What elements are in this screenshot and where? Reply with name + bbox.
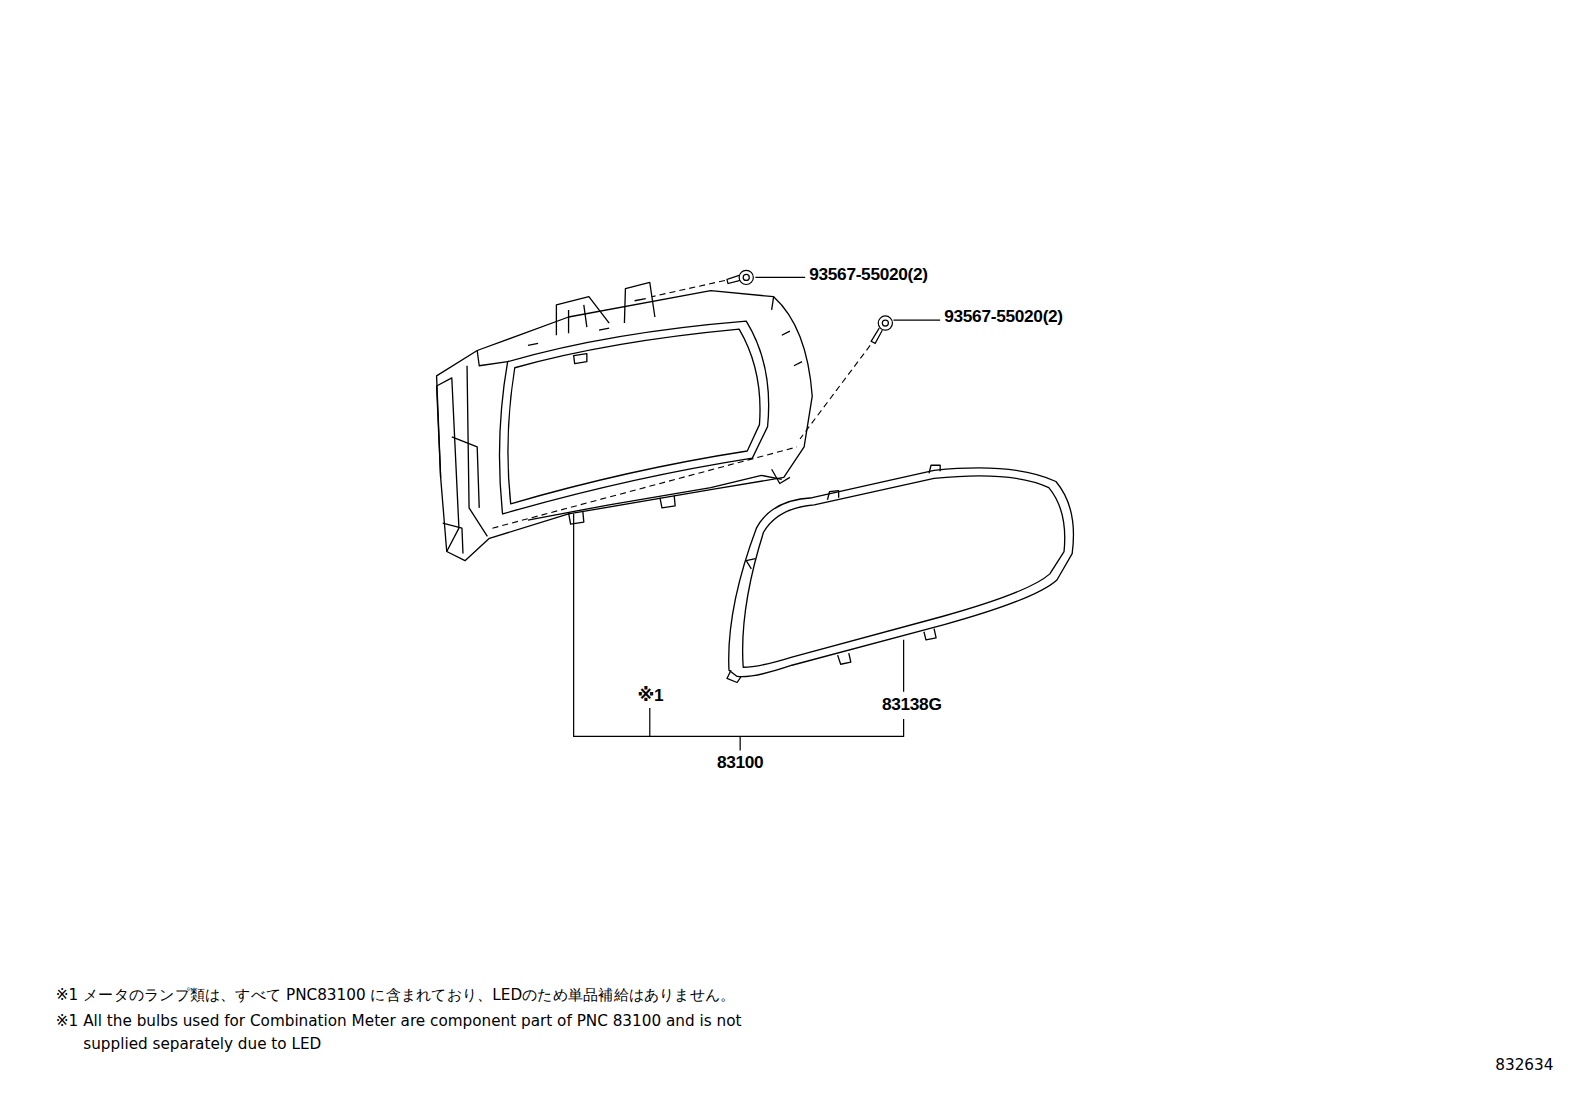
part-number: 93567-55020(2) [944,307,1063,328]
footnote: ※1 メータのランプ類は、すべて PNC83100 に含まれており、LEDのため… [56,986,736,1004]
drawing-stroke [878,316,892,330]
drawing-stroke [827,491,838,500]
meter-glass [727,465,1074,682]
drawing-stroke [924,629,936,640]
leader-lines [574,277,941,750]
drawing-stroke [477,351,507,366]
drawing-stroke [649,708,650,736]
drawing-stroke [739,270,753,284]
drawing-stroke [929,465,940,473]
drawing-stroke [624,282,654,323]
meter-housing [437,282,813,560]
part-number: 93567-55020(2) [809,265,928,286]
drawing-stroke [635,299,646,301]
drawing-stroke [772,297,802,366]
drawing-stroke [800,345,870,438]
drawing-stroke [652,280,725,296]
footnote: ※1 All the bulbs used for Combination Me… [56,1010,743,1055]
illustration-number: 832634 [1495,1056,1553,1074]
drawing-stroke [727,670,741,682]
install-lines [492,280,870,528]
drawing-stroke [893,319,940,320]
part-number: 83138G [882,694,942,715]
note-marker: ※1 [638,685,664,706]
drawing-stroke [838,653,851,664]
drawing-stroke [903,640,904,692]
drawing-stroke [743,274,749,280]
drawing-stroke [727,275,740,283]
drawing-stroke [882,320,888,326]
drawing-stroke [660,496,675,508]
drawing-stroke [437,378,459,552]
drawing-stroke [740,736,741,750]
drawing-stroke [528,328,609,345]
drawing-stroke [743,476,1065,667]
drawing-stroke [772,469,790,483]
drawing-stroke [508,329,760,504]
drawing-stroke [574,354,587,364]
drawing-stroke [569,305,587,333]
drawing-stroke [492,447,797,528]
drawing-stroke [746,559,755,569]
drawing-stroke [443,437,480,554]
drawing-stroke [871,328,882,343]
part-number: 83100 [717,752,763,773]
drawing-stroke [569,511,584,524]
drawing-stroke [755,277,805,278]
drawing-stroke [574,514,904,736]
drawing-stroke [729,468,1074,677]
drawing-stroke [499,321,768,514]
drawing-stroke [437,291,813,561]
drawing-stroke [528,475,782,520]
